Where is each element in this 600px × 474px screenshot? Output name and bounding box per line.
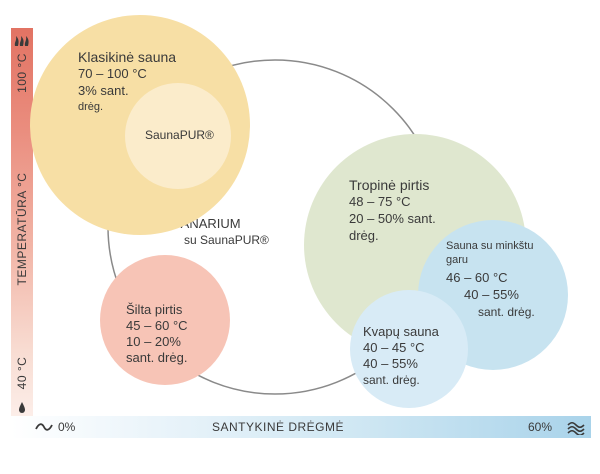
tilde-icon <box>35 423 53 431</box>
tropine-temp: 48 – 75 °C <box>349 194 411 209</box>
minkstu-garu-title-line1: Sauna su minkštu <box>446 240 534 252</box>
drop-icon <box>19 402 25 413</box>
kvapu-humidity-unit: sant. drėg. <box>363 373 420 387</box>
silta-humidity: 10 – 20% <box>126 334 181 349</box>
klasikine-temp: 70 – 100 °C <box>78 66 147 81</box>
klasikine-humidity: 3% sant. <box>78 83 129 98</box>
tropine-title: Tropinė pirtis <box>349 177 430 193</box>
minkstu-garu-humidity-unit: sant. drėg. <box>478 305 535 319</box>
silta-pirtis-circle <box>100 255 230 385</box>
humidity-axis-bar <box>11 416 591 438</box>
kvapu-title: Kvapų sauna <box>363 324 439 339</box>
silta-temp: 45 – 60 °C <box>126 318 188 333</box>
silta-title: Šilta pirtis <box>126 302 183 317</box>
tropine-humidity-unit: drėg. <box>349 228 379 243</box>
kvapu-humidity: 40 – 55% <box>363 356 418 371</box>
sanarium-subtitle: su SaunaPUR® <box>184 233 269 247</box>
klasikine-title: Klasikinė sauna <box>78 49 177 65</box>
waves-icon <box>567 421 585 435</box>
saunapur-label: SaunaPUR® <box>145 128 214 142</box>
klasikine-humidity-unit: drėg. <box>78 101 104 113</box>
temperature-axis-bar <box>11 28 33 432</box>
flames-icon <box>14 36 29 46</box>
kvapu-sauna-circle <box>350 290 468 408</box>
silta-humidity-unit: sant. drėg. <box>126 350 188 365</box>
tropine-humidity: 20 – 50% sant. <box>349 211 436 226</box>
kvapu-temp: 40 – 45 °C <box>363 340 425 355</box>
humidity-high-label: 60% <box>528 420 553 434</box>
saunapur-circle <box>125 83 231 189</box>
humidity-axis-label: SANTYKINĖ DRĖGMĖ <box>212 420 345 434</box>
humidity-low-label: 0% <box>58 420 76 434</box>
minkstu-garu-title-line2: garu <box>446 254 469 266</box>
minkstu-garu-temp: 46 – 60 °C <box>446 270 508 285</box>
minkstu-garu-humidity: 40 – 55% <box>464 287 519 302</box>
